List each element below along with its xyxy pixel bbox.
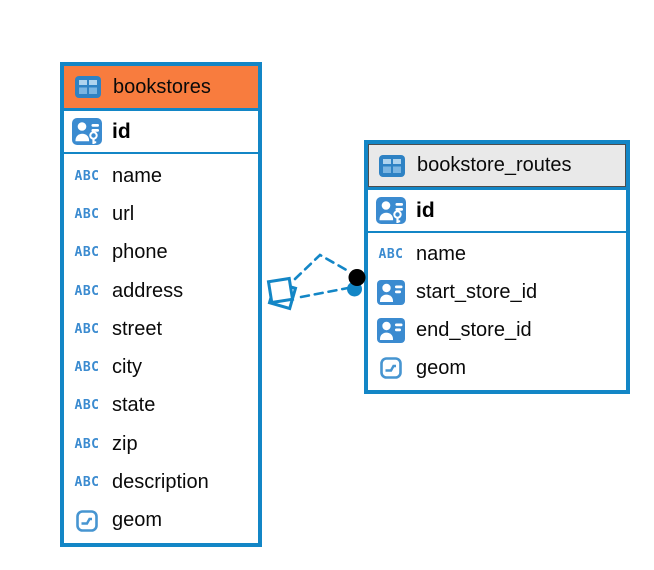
relationship-line-lower[interactable] (299, 286, 350, 299)
text-type-icon: ABC (74, 245, 100, 261)
column-label: geom (112, 509, 163, 532)
column-row[interactable]: ABC state (64, 388, 258, 424)
text-type-icon: ABC (74, 398, 100, 414)
column-row[interactable]: ABC address (64, 273, 258, 309)
entity-bookstores[interactable]: bookstores id ABC name (60, 62, 262, 547)
column-label: phone (112, 241, 168, 264)
column-label: geom (416, 356, 467, 379)
column-label: end_store_id (416, 318, 532, 341)
column-row[interactable]: geom (64, 503, 258, 539)
column-label: address (112, 279, 184, 302)
text-type-icon: ABC (74, 474, 100, 490)
column-label: city (112, 356, 142, 379)
entity-bookstore-routes-header[interactable]: bookstore_routes (368, 144, 626, 190)
column-label: start_store_id (416, 281, 538, 304)
text-type-icon: ABC (74, 207, 100, 223)
column-label: id (416, 198, 435, 222)
column-label: description (112, 470, 209, 493)
many-end-marker-front[interactable] (266, 276, 295, 305)
column-row[interactable]: ABC name (64, 158, 258, 194)
column-row[interactable]: ABC name (368, 237, 626, 273)
column-row[interactable]: start_store_id (368, 275, 626, 311)
column-row[interactable]: end_store_id (368, 312, 626, 348)
column-label: name (112, 164, 163, 187)
column-label: name (416, 243, 467, 266)
foreign-ref-icon (375, 280, 407, 306)
primary-key-icon (71, 118, 103, 145)
column-row[interactable]: geom (368, 350, 626, 386)
column-row-id[interactable]: id (64, 111, 258, 154)
table-icon (72, 76, 104, 98)
connection-endpoint-black-dot[interactable] (348, 269, 366, 286)
primary-key-icon (375, 197, 407, 224)
entity-title: bookstores (113, 75, 211, 98)
column-row[interactable]: ABC city (64, 350, 258, 386)
column-row-id[interactable]: id (368, 190, 626, 233)
table-icon (376, 154, 408, 177)
relationship-line-upper[interactable] (293, 253, 352, 281)
column-row[interactable]: ABC description (64, 464, 258, 500)
column-row[interactable]: ABC zip (64, 426, 258, 462)
text-type-icon: ABC (74, 283, 100, 299)
text-type-icon: ABC (378, 247, 404, 263)
geometry-type-icon (71, 509, 103, 532)
column-label: id (112, 119, 131, 143)
column-row[interactable]: ABC phone (64, 235, 258, 271)
column-list: ABC name start_store_id (368, 233, 626, 390)
entity-bookstores-header[interactable]: bookstores (64, 66, 258, 111)
foreign-ref-icon (375, 317, 407, 343)
column-label: url (112, 203, 135, 226)
text-type-icon: ABC (74, 360, 100, 376)
text-type-icon: ABC (74, 436, 100, 452)
column-list: ABC name ABC url ABC phone ABC address A… (64, 154, 258, 543)
text-type-icon: ABC (74, 321, 100, 337)
text-type-icon: ABC (74, 168, 100, 184)
geometry-type-icon (375, 357, 407, 379)
column-label: street (112, 317, 163, 340)
column-row[interactable]: ABC street (64, 311, 258, 347)
column-label: state (112, 394, 156, 417)
column-label: zip (112, 432, 138, 455)
entity-title: bookstore_routes (417, 154, 572, 176)
entity-bookstore-routes[interactable]: bookstore_routes id ABC name (364, 140, 630, 394)
column-row[interactable]: ABC url (64, 197, 258, 233)
